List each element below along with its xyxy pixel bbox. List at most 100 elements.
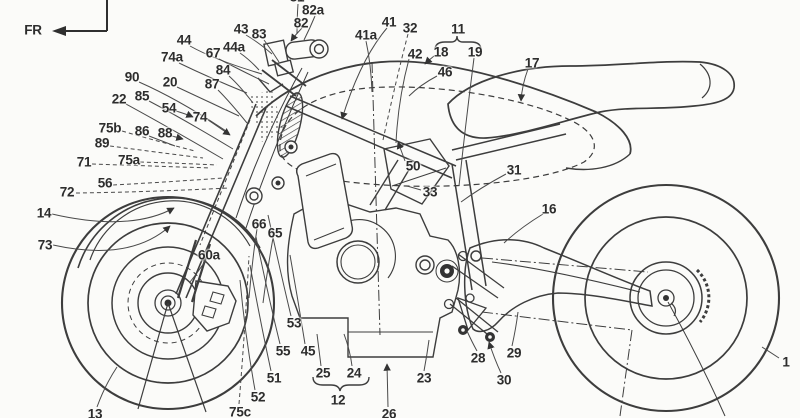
front-fork [176,68,308,302]
bolt-1-center [288,144,294,150]
fork-tube-rear [186,108,266,298]
leader-17 [517,69,528,102]
leader-28 [467,331,477,351]
rear-axle [663,295,669,301]
leader-16 [504,214,543,243]
leader-41 [340,28,387,120]
fender-outer [78,198,260,268]
leader-hub-cut [668,302,725,416]
swingarm-pivot [471,251,481,261]
rear-hub [658,290,674,306]
link-bolt-1-center [461,328,465,332]
leader-20 [177,87,239,116]
brace-11-over-18-19 [435,36,481,50]
leader-65 [263,238,273,303]
radiator-line-top [306,164,336,176]
leader-75c [239,256,249,404]
link-joint-1 [459,252,468,261]
leader-1 [762,347,779,358]
leader-29 [512,312,518,346]
front-hub [155,290,181,316]
seat-tail-line [700,64,710,98]
link-bar-1 [450,304,492,338]
leader-88 [172,133,184,141]
leader-56 [113,178,223,185]
leader-18 [424,56,434,65]
swingarm-outline [465,240,652,332]
caliper-slot-1 [210,292,224,304]
side-panel-line [566,154,630,169]
leader-85 [149,101,233,149]
front-brake-caliper [193,281,236,331]
suspension-linkage [445,252,505,342]
radiator [246,141,352,248]
leader-52 [240,280,255,390]
pivot-tube-rear [466,160,486,286]
radiator-body [297,154,353,249]
fork-slider-front [178,240,196,298]
brake-hose-2 [246,72,308,228]
leader-75a [140,162,217,165]
tank-top-line [256,61,631,154]
airbox-rib [392,168,446,186]
fender-inner [90,201,250,260]
leader-13 [97,367,117,407]
bolt-3-ring [250,192,258,200]
front-tire-inner [88,223,248,383]
front-fender [78,198,260,268]
leader-90 [139,82,229,133]
handlebar-assembly [248,39,328,159]
brace-12-under-25-24 [313,377,369,391]
leader-66 [249,229,257,298]
pivot-bolt-center [444,268,450,274]
fr-direction-arrow [52,0,107,36]
link-plate-2 [452,266,498,298]
leader-45 [290,255,305,344]
cylinder-axis-dashdot [372,62,380,335]
chain-line-upper [482,258,648,272]
leader-84 [229,76,253,103]
leader-43 [246,35,272,54]
front-axle-ring [161,296,175,310]
leader-14 [52,208,175,222]
leader-41a [366,41,372,92]
link-bar-2 [456,298,498,332]
chain-line-drop [620,330,632,416]
main-spar-top [290,96,456,166]
leader-55 [256,237,280,344]
swingarm-rib [492,262,640,292]
frame [286,96,566,290]
leader-83 [264,40,279,62]
leader-60a [190,260,206,282]
radiator-line-bottom [314,228,344,240]
front-spoke-2 [138,303,168,409]
leader-31 [461,174,506,202]
leader-lines [52,4,779,407]
leader-33 [407,186,421,190]
link-joint-2 [445,300,454,309]
subframe-bottom [456,134,566,160]
swingarm [465,240,652,332]
leader-89 [110,146,203,158]
engine-outline [288,202,460,357]
leader-87 [218,90,247,123]
leader-44a [240,53,259,70]
leader-72 [76,188,229,193]
leader-19 [459,58,474,186]
leader-74a [179,63,247,93]
fork-inner-dashed [200,120,250,245]
fork-slider-rear [192,244,210,302]
leader-50 [396,141,405,161]
intake-line-2 [385,168,410,210]
front-wheel [62,197,274,412]
leader-67 [219,59,269,84]
bodywork [256,61,734,335]
engine [288,139,460,357]
rear-hub-flange [638,270,694,326]
pivot-bolt-ring [436,260,458,282]
leader-22 [126,104,223,159]
caliper-slot-2 [202,306,216,318]
rear-tire-inner [585,217,747,379]
link-bolt-2-center [488,335,492,339]
